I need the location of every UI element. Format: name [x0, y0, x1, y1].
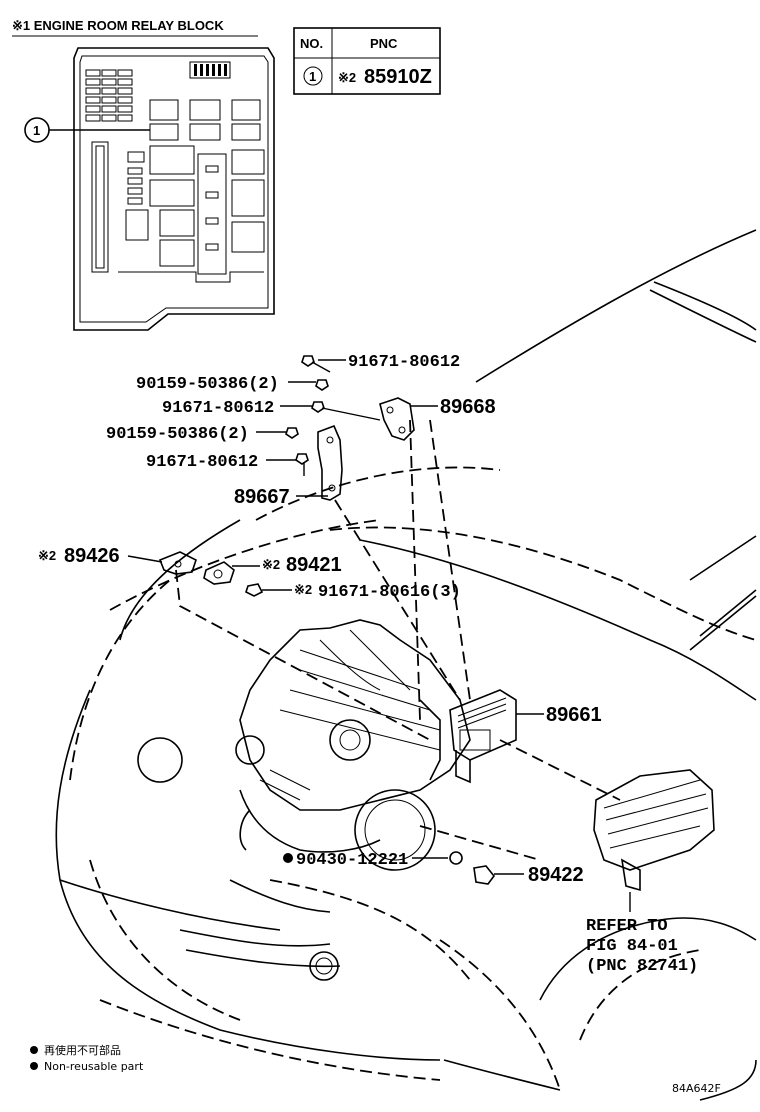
legend-dot-jp: [30, 1046, 38, 1054]
engine-drawing: [235, 619, 471, 871]
legend-jp: 再使用不可部品: [44, 1043, 121, 1057]
legend-dot-en: [30, 1062, 38, 1070]
label-89422: 89422: [528, 864, 584, 886]
refer-line-2: FIG 84-01: [586, 937, 678, 956]
callout-number-1: 1: [33, 123, 40, 138]
label-90159-50386-upper: 90159-50386(2): [136, 375, 279, 394]
table-row-prefix: ※2: [338, 70, 356, 85]
sensor-89421-drawing: [203, 561, 235, 585]
label-91671-80616: 91671-80616(3): [318, 583, 461, 602]
dashed-lines: [69, 419, 757, 1091]
junction-block-drawing: [593, 769, 715, 892]
label-91671-80612-mid: 91671-80612: [162, 399, 274, 418]
label-89426: 89426: [64, 545, 120, 567]
label-90430-12221: 90430-12221: [296, 851, 408, 870]
refer-line-3: (PNC 82741): [586, 957, 698, 976]
table-header-pnc: PNC: [370, 36, 398, 51]
label-91671-80612-low: 91671-80612: [146, 453, 258, 472]
label-89421: 89421: [286, 554, 342, 576]
table-row-pnc: 85910Z: [364, 66, 432, 88]
label-89668: 89668: [440, 396, 496, 418]
pnc-table: NO. PNC 1 ※2 85910Z: [293, 27, 441, 95]
bracket-89668-drawing: [379, 397, 415, 441]
bolt-icons: [245, 355, 496, 885]
ecu-89661-drawing: [449, 689, 517, 784]
non-reusable-dot: [283, 853, 293, 863]
table-row-no: 1: [309, 69, 316, 84]
label-91671-80616-prefix: ※2: [294, 582, 312, 597]
inset-title: ※1 ENGINE ROOM RELAY BLOCK: [12, 18, 224, 33]
legend-en: Non-reusable part: [44, 1060, 144, 1073]
label-91671-80612-top: 91671-80612: [348, 353, 460, 372]
refer-line-1: REFER TO: [586, 917, 668, 936]
bracket-89667-drawing: [317, 424, 343, 501]
table-header-no: NO.: [300, 36, 323, 51]
label-89661: 89661: [546, 704, 602, 726]
label-89667: 89667: [234, 486, 290, 508]
label-89421-prefix: ※2: [262, 557, 280, 572]
figure-code: 84A642F: [672, 1082, 721, 1095]
bracket-89426-drawing: [158, 551, 197, 575]
label-89426-prefix: ※2: [38, 548, 56, 563]
vehicle-outline: [55, 229, 757, 1101]
relay-block-drawing: [73, 47, 275, 331]
label-90159-50386-lower: 90159-50386(2): [106, 425, 249, 444]
